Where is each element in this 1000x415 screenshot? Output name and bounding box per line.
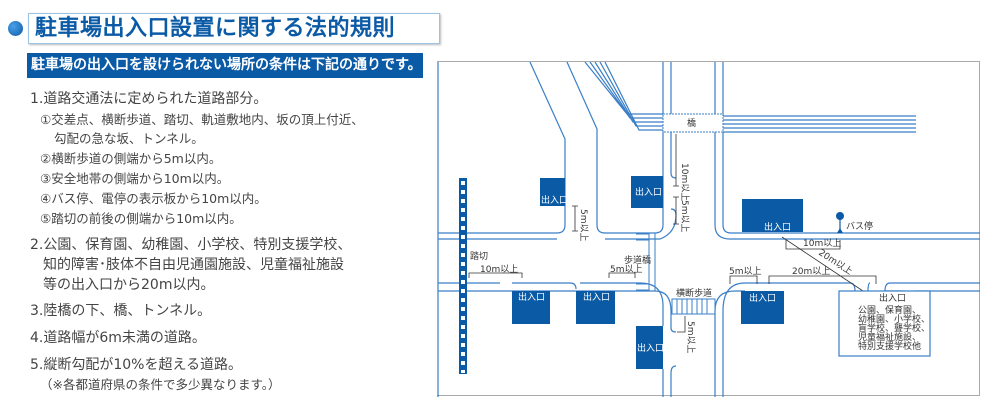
facility-text: 盲学校、聾学校、 xyxy=(858,322,930,334)
rule-1-sub: ③安全地帯の側端から10m以内。 xyxy=(40,171,230,186)
rule-2: 知的障害･肢体不自由児通園施設、児童福祉施設 xyxy=(43,257,344,273)
title-bullet-icon xyxy=(8,21,23,36)
facility-text: 公園、保育園、 xyxy=(858,304,921,316)
bus-stop-label: バス停 xyxy=(846,220,873,232)
distance-label-10m: 10m以上 xyxy=(480,264,518,275)
rule-3: 3.陸橋の下、橋、トンネル。 xyxy=(30,303,212,319)
entrance-label: 出入口 xyxy=(635,186,662,198)
entrance-label: 出入口 xyxy=(541,194,568,206)
distance-label-5m: 5m以上 xyxy=(679,200,690,233)
bridge xyxy=(662,113,724,133)
footbridge xyxy=(636,232,656,292)
page-title: 駐車場出入口設置に関する法的規則 xyxy=(28,13,440,44)
entrance-label: 出入口 xyxy=(637,342,664,354)
facility-entrance-label: 出入口 xyxy=(879,292,906,304)
bus-stop-icon xyxy=(836,212,844,233)
rule-4: 4.道路幅が6m未満の道路。 xyxy=(30,330,206,346)
rule-note: （※各都道府県の条件で多少異なります。） xyxy=(40,377,281,392)
distance-label-20m: 20m以上 xyxy=(792,266,830,277)
rule-5: 5.縦断勾配が10%を超える道路。 xyxy=(30,357,243,373)
distance-label-5m: 5m以上 xyxy=(610,264,643,275)
rule-1-sub: ④バス停、電停の表示板から10m以内。 xyxy=(40,191,267,206)
rule-2: 2.公園、保育園、幼稚園、小学校、特別支援学校、 xyxy=(30,237,352,253)
distance-label-5m: 5m以上 xyxy=(685,321,696,354)
entrance-label: 出入口 xyxy=(583,291,610,303)
railway-crossing-label: 踏切 xyxy=(470,250,488,262)
dimension-lines xyxy=(468,134,877,333)
rule-2: 等の出入口から20m以内。 xyxy=(43,277,215,293)
footbridge-label: 歩道橋 xyxy=(624,254,651,266)
crosswalk xyxy=(671,298,716,315)
rule-1: 1.道路交通法に定められた道路部分。 xyxy=(30,91,268,107)
parking-rules-map: 橋 踏切 出入口 出入口 出入口 出入口 出入口 出入口 出入口 横断歩道 歩道… xyxy=(437,61,980,397)
entrance-label: 出入口 xyxy=(518,291,545,303)
distance-label-5m: 5m以上 xyxy=(578,209,589,242)
rule-1-sub: ①交差点、横断歩道、踏切、軌道敷地内、坂の頂上付近、 xyxy=(40,112,364,127)
facility-text: 児童福祉施設、 xyxy=(858,331,921,343)
facility-text: 幼稚園、小学校、 xyxy=(858,313,930,325)
distance-label-10m: 10m以上 xyxy=(803,238,841,249)
buildings xyxy=(512,176,803,369)
entrance-label: 出入口 xyxy=(749,292,776,304)
crosswalk-label: 横断歩道 xyxy=(676,287,712,299)
rule-1-sub: ②横断歩道の側端から5m以内。 xyxy=(40,151,222,166)
rule-1-sub: ⑤踏切の前後の側端から10m以内。 xyxy=(40,211,242,226)
railway xyxy=(459,178,467,374)
facility-text: 特別支援学校他 xyxy=(858,340,921,352)
rule-1-sub: 勾配の急な坂、トンネル。 xyxy=(54,131,204,146)
distance-label-10m: 10m以上 xyxy=(679,163,690,201)
roads xyxy=(437,62,980,397)
distance-label-5m: 5m以上 xyxy=(729,266,762,277)
bridge-label: 橋 xyxy=(687,117,696,129)
subtitle-banner: 駐車場の出入口を設けられない場所の条件は下記の通りです。 xyxy=(27,53,423,78)
entrance-label: 出入口 xyxy=(764,221,791,233)
facility-box xyxy=(838,290,931,357)
